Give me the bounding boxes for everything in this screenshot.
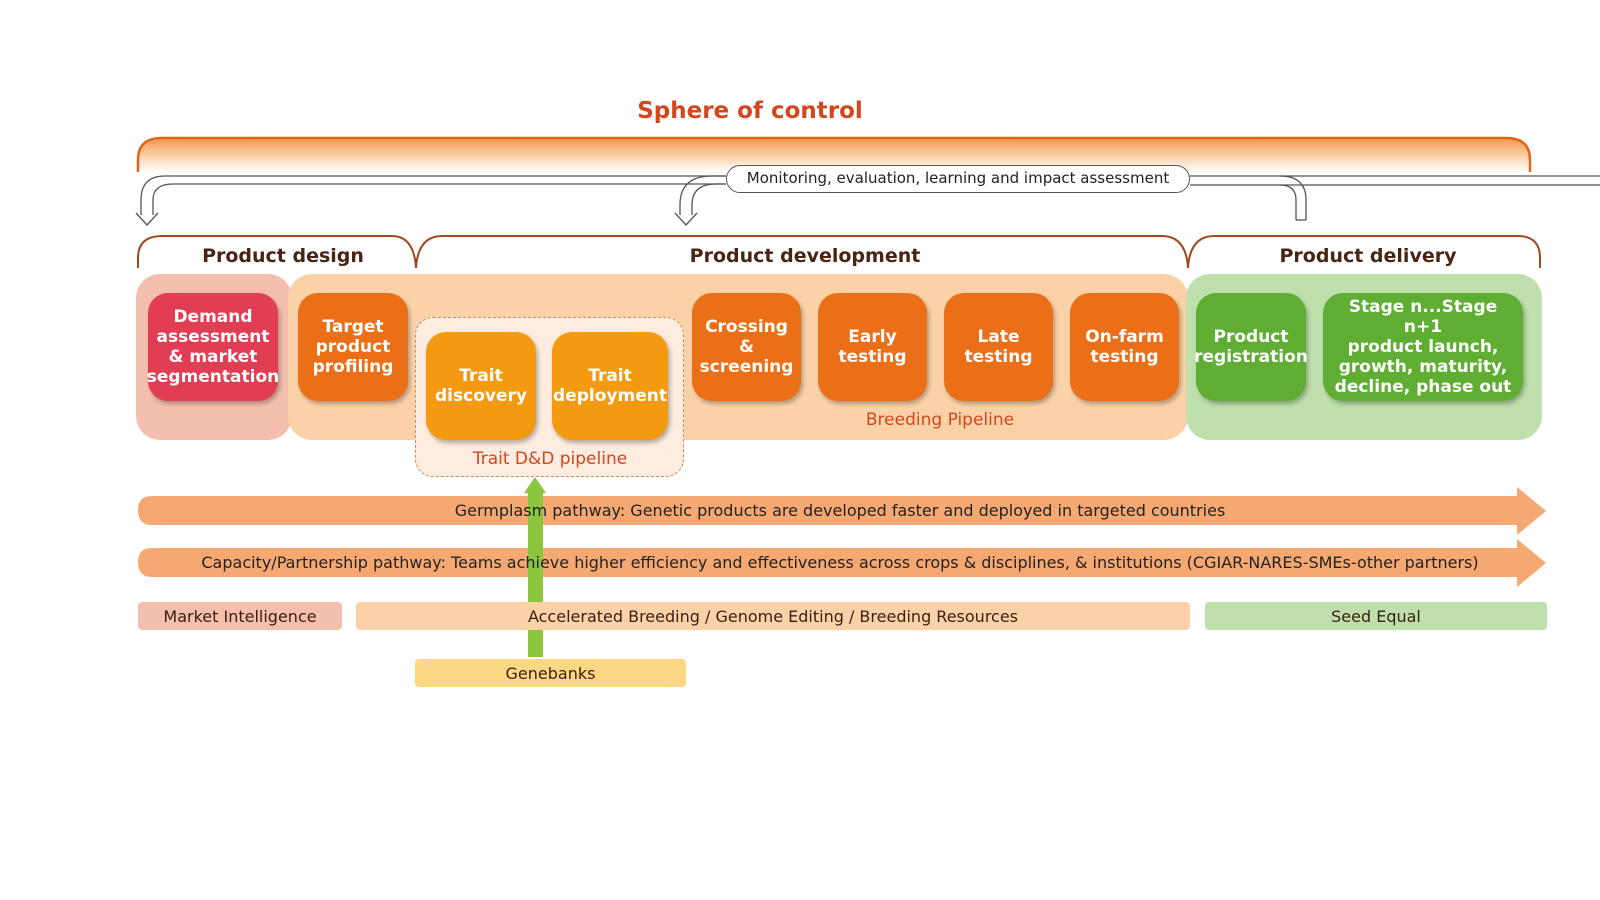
stage-late-testing: Late testing [944,293,1053,401]
stage-trait-discovery: Trait discovery [426,332,536,440]
capacity-pathway-arrow [138,539,1546,587]
sphere-of-control-title: Sphere of control [637,98,863,124]
stage-trait-deployment: Trait deployment [552,332,668,440]
trait-pipeline-label: Trait D&D pipeline [472,449,628,469]
stage-crossing-screening: Crossing & screening [692,293,801,401]
breeding-pipeline-label: Breeding Pipeline [865,410,1015,430]
phase-brackets [137,235,1541,269]
capacity-pathway-label: Capacity/Partnership pathway: Teams achi… [201,553,1479,572]
germplasm-pathway-arrow [138,487,1546,535]
stage-product-lifecycle: Stage n...Stage n+1 product launch, grow… [1323,293,1523,401]
stage-demand-assessment: Demand assessment & market segmentation [147,293,279,401]
lane-seed-equal: Seed Equal [1205,602,1547,630]
stage-on-farm-testing: On-farm testing [1070,293,1179,401]
sphere-of-control-outline [136,136,1532,172]
phase-product-delivery: Product delivery [1279,245,1457,267]
monitoring-label: Monitoring, evaluation, learning and imp… [726,165,1190,193]
phase-product-development: Product development [689,245,921,267]
monitoring-feedback-arrows [135,175,1600,226]
stage-target-product-profiling: Target product profiling [298,293,408,401]
lane-genebanks: Genebanks [415,659,686,687]
germplasm-pathway-label: Germplasm pathway: Genetic products are … [454,501,1226,520]
lane-market-intelligence: Market Intelligence [138,602,342,630]
stage-product-registration: Product registration [1194,293,1308,401]
sphere-of-control-bracket [138,138,1530,172]
phase-product-design: Product design [202,245,364,267]
stage-early-testing: Early testing [818,293,927,401]
lane-accelerated-breeding: Accelerated Breeding / Genome Editing / … [356,602,1190,630]
